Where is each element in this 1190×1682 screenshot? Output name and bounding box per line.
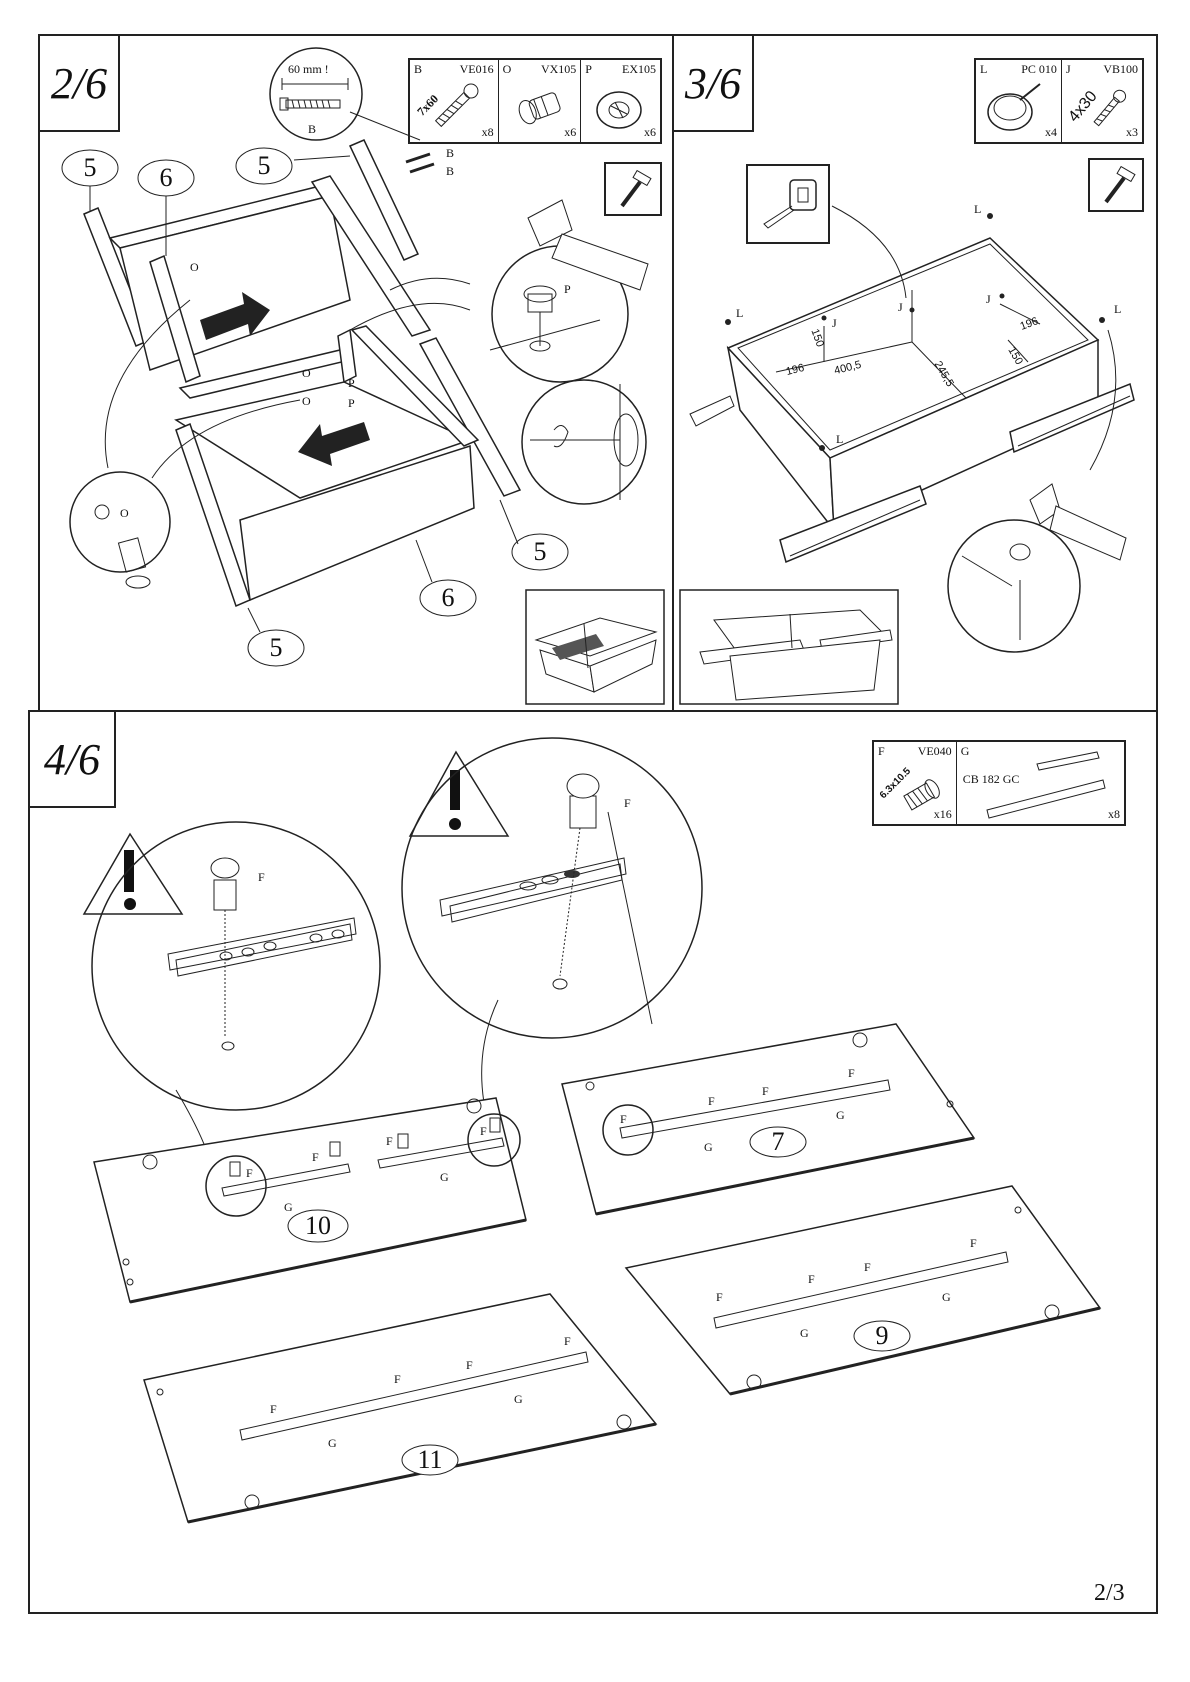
panel-9-label: 9 bbox=[872, 1321, 892, 1351]
panel-11-label: 11 bbox=[412, 1445, 448, 1475]
screw-f-label-7c: F bbox=[762, 1084, 769, 1099]
rail-g-label-10a: G bbox=[284, 1200, 293, 1215]
screw-f-label-9b: F bbox=[808, 1272, 815, 1287]
rail-g-label-11a: G bbox=[328, 1436, 337, 1451]
screw-f-label-11c: F bbox=[466, 1358, 473, 1373]
rail-g-label-10b: G bbox=[440, 1170, 449, 1185]
screw-f-label-b: F bbox=[624, 796, 631, 811]
screw-f-label-7b: F bbox=[708, 1094, 715, 1109]
screw-f-label-11d: F bbox=[564, 1334, 571, 1349]
rail-g-label-9b: G bbox=[942, 1290, 951, 1305]
page-number: 2/3 bbox=[1094, 1580, 1125, 1607]
screw-f-label-10c: F bbox=[386, 1134, 393, 1149]
panel-10-label: 10 bbox=[300, 1211, 336, 1241]
screw-f-label-9a: F bbox=[716, 1290, 723, 1305]
screw-f-label-a: F bbox=[258, 870, 265, 885]
screw-f-label-9c: F bbox=[864, 1260, 871, 1275]
rail-g-label-11b: G bbox=[514, 1392, 523, 1407]
screw-f-label-11b: F bbox=[394, 1372, 401, 1387]
screw-f-label-11a: F bbox=[270, 1402, 277, 1417]
rail-g-label-9a: G bbox=[800, 1326, 809, 1341]
screw-f-label-7a: F bbox=[620, 1112, 627, 1127]
screw-f-label-10b: F bbox=[312, 1150, 319, 1165]
rail-g-label-7b: G bbox=[836, 1108, 845, 1123]
screw-f-label-7d: F bbox=[848, 1066, 855, 1081]
screw-f-label-10d: F bbox=[480, 1124, 487, 1139]
panel-7-label: 7 bbox=[768, 1127, 788, 1157]
screw-f-label-10a: F bbox=[246, 1166, 253, 1181]
screw-f-label-9d: F bbox=[970, 1236, 977, 1251]
rail-g-label-7a: G bbox=[704, 1140, 713, 1155]
